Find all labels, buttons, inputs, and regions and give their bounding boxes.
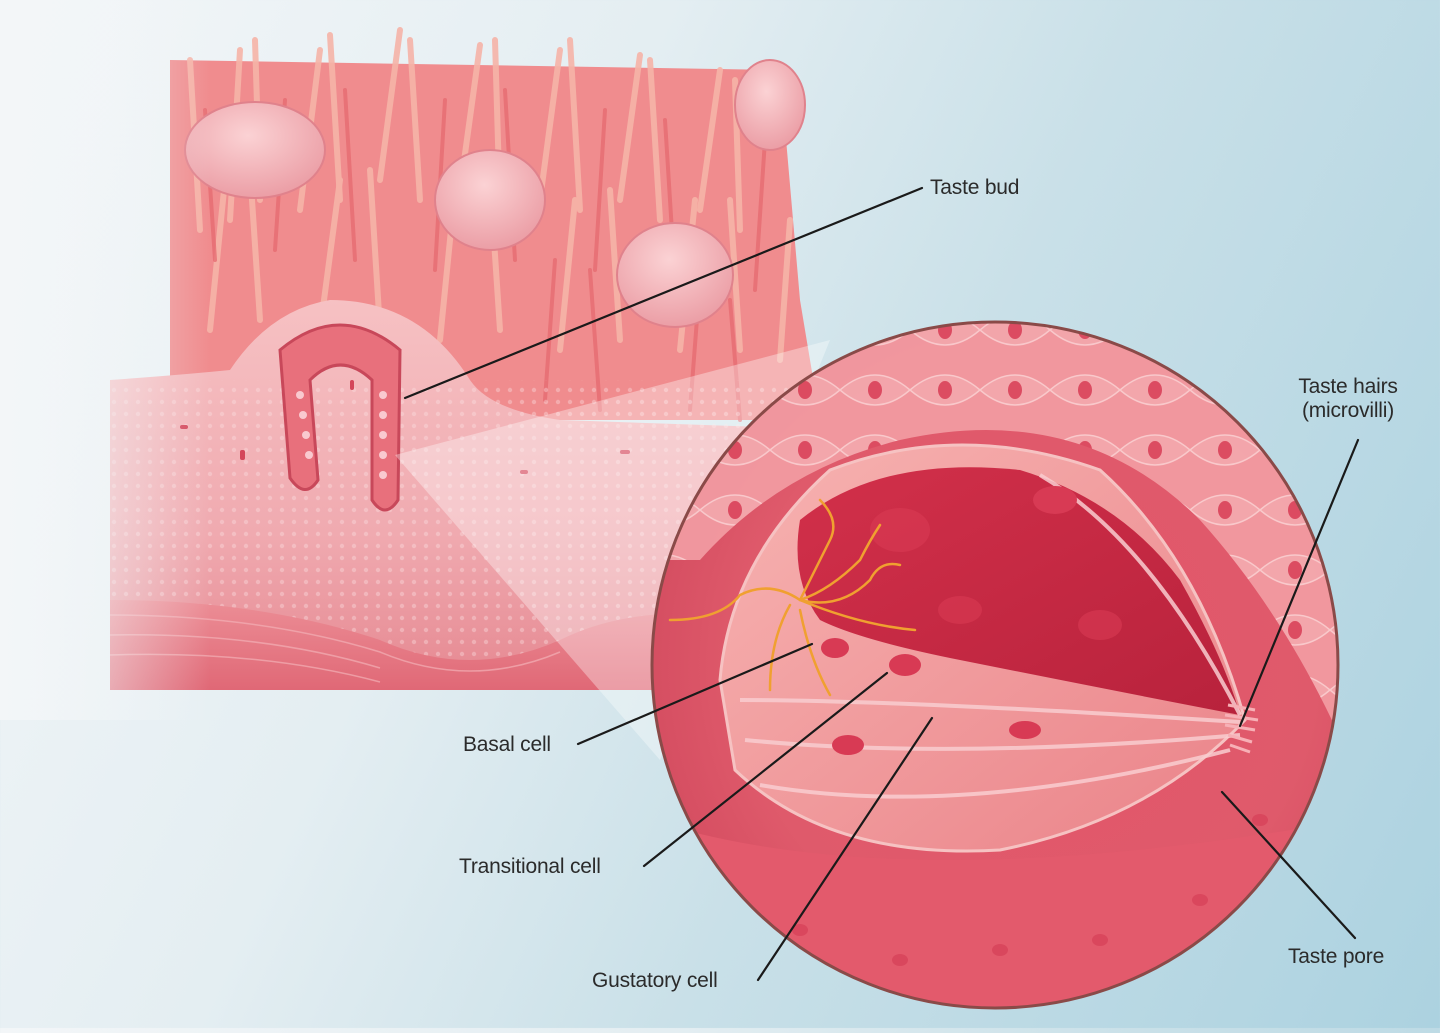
tongue-surface-section [0, 0, 850, 720]
label-taste-pore: Taste pore [1288, 945, 1385, 968]
leader-line-taste-bud [403, 186, 924, 400]
leader-lines [403, 186, 1360, 982]
label-gustatory-cell: Gustatory cell [592, 969, 718, 992]
magnified-taste-bud [650, 320, 1340, 1010]
leader-line-taste-pore [1220, 790, 1357, 940]
magnification-wedge [395, 340, 830, 760]
label-taste-bud: Taste bud [930, 176, 1020, 199]
label-taste-hairs-line2: (microvilli) [1301, 399, 1395, 422]
label-taste-hairs: Taste hairs (microvilli) [1283, 375, 1413, 423]
label-basal-cell: Basal cell [463, 733, 551, 756]
leader-line-gustatory-cell [756, 716, 934, 982]
leader-line-taste-hairs [1238, 438, 1360, 728]
leader-line-transitional-cell [642, 671, 889, 868]
magnification-circle-border [650, 320, 1340, 1010]
label-taste-hairs-line1: Taste hairs [1298, 375, 1398, 398]
label-transitional-cell: Transitional cell [459, 855, 601, 878]
leader-line-basal-cell [576, 642, 814, 746]
